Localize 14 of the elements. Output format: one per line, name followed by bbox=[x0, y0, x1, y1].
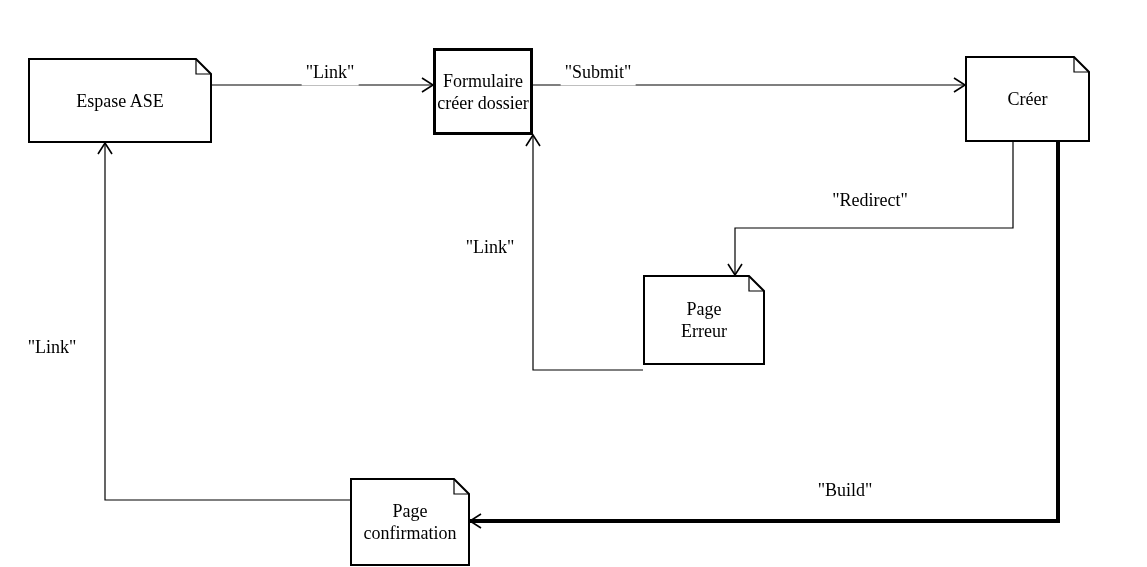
process-box bbox=[433, 48, 533, 135]
node-text: Page Erreur bbox=[680, 298, 728, 342]
note-shape bbox=[350, 478, 470, 566]
node-text: Formulaire créer dossier bbox=[436, 69, 530, 114]
node-text: Espase ASE bbox=[75, 89, 165, 112]
node-text: Créer bbox=[1006, 88, 1049, 110]
arrow bbox=[727, 141, 1014, 276]
note-shape bbox=[965, 56, 1090, 142]
arrow bbox=[97, 142, 351, 501]
arrow bbox=[469, 142, 1060, 529]
node-text: Page confirmation bbox=[362, 500, 458, 544]
note-shape bbox=[28, 58, 212, 143]
arrow bbox=[525, 134, 644, 371]
note-shape bbox=[643, 275, 765, 365]
